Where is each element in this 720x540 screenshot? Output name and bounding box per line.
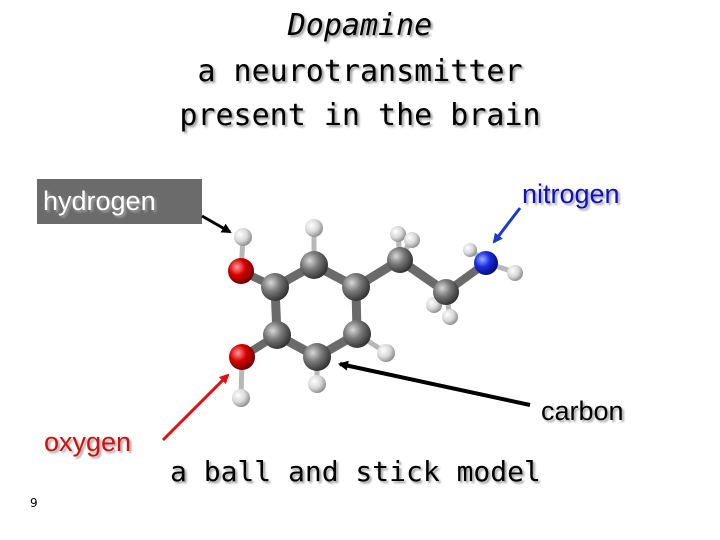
carbon-atom-8	[433, 279, 459, 305]
oxygen-label: oxygen	[44, 427, 132, 457]
oxygen-atom-2	[229, 344, 255, 370]
hydrogen-arrow	[201, 214, 232, 234]
title-line-3: present in the brain	[179, 98, 541, 133]
hydrogen-atom-nh2	[463, 243, 477, 257]
carbon-atom-7	[387, 247, 413, 273]
hydrogen-atom-oh2	[232, 389, 250, 407]
oxygen-atoms	[228, 258, 255, 370]
caption-ball-and-stick: a ball and stick model	[170, 455, 541, 488]
title-line-2: a neurotransmitter	[197, 54, 523, 89]
hydrogen-atom-ring2	[377, 344, 395, 362]
nitrogen-atom	[474, 251, 498, 275]
hydrogen-label: hydrogen	[37, 179, 202, 224]
carbon-atom-1	[300, 251, 328, 279]
page-number: 9	[30, 496, 38, 510]
hydrogen-atoms	[232, 219, 523, 407]
hydrogen-atom-ring3	[308, 375, 326, 393]
carbon-atom-5	[263, 321, 291, 349]
carbon-atom-6	[261, 273, 289, 301]
hydrogen-atom-oh1	[234, 228, 252, 246]
carbon-label: carbon	[541, 396, 624, 426]
hydrogen-atom-ch2d	[442, 309, 458, 325]
title-line-1: Dopamine	[287, 8, 433, 43]
carbon-arrow	[338, 360, 531, 407]
oxygen-atom-1	[228, 258, 254, 284]
carbon-atom-4	[303, 343, 331, 371]
carbon-atoms	[261, 247, 459, 371]
nitrogen-label: nitrogen	[522, 179, 620, 209]
hydrogen-atom-ch2b	[404, 232, 420, 248]
hydrogen-atom-nh1	[507, 265, 523, 281]
carbon-atom-2	[342, 273, 370, 301]
nitrogen-arrow	[492, 207, 522, 244]
hydrogen-atom-ch2a	[390, 226, 406, 242]
hydrogen-atom-ring1	[305, 219, 323, 237]
oxygen-arrow	[161, 373, 230, 442]
carbon-atom-3	[343, 320, 371, 348]
